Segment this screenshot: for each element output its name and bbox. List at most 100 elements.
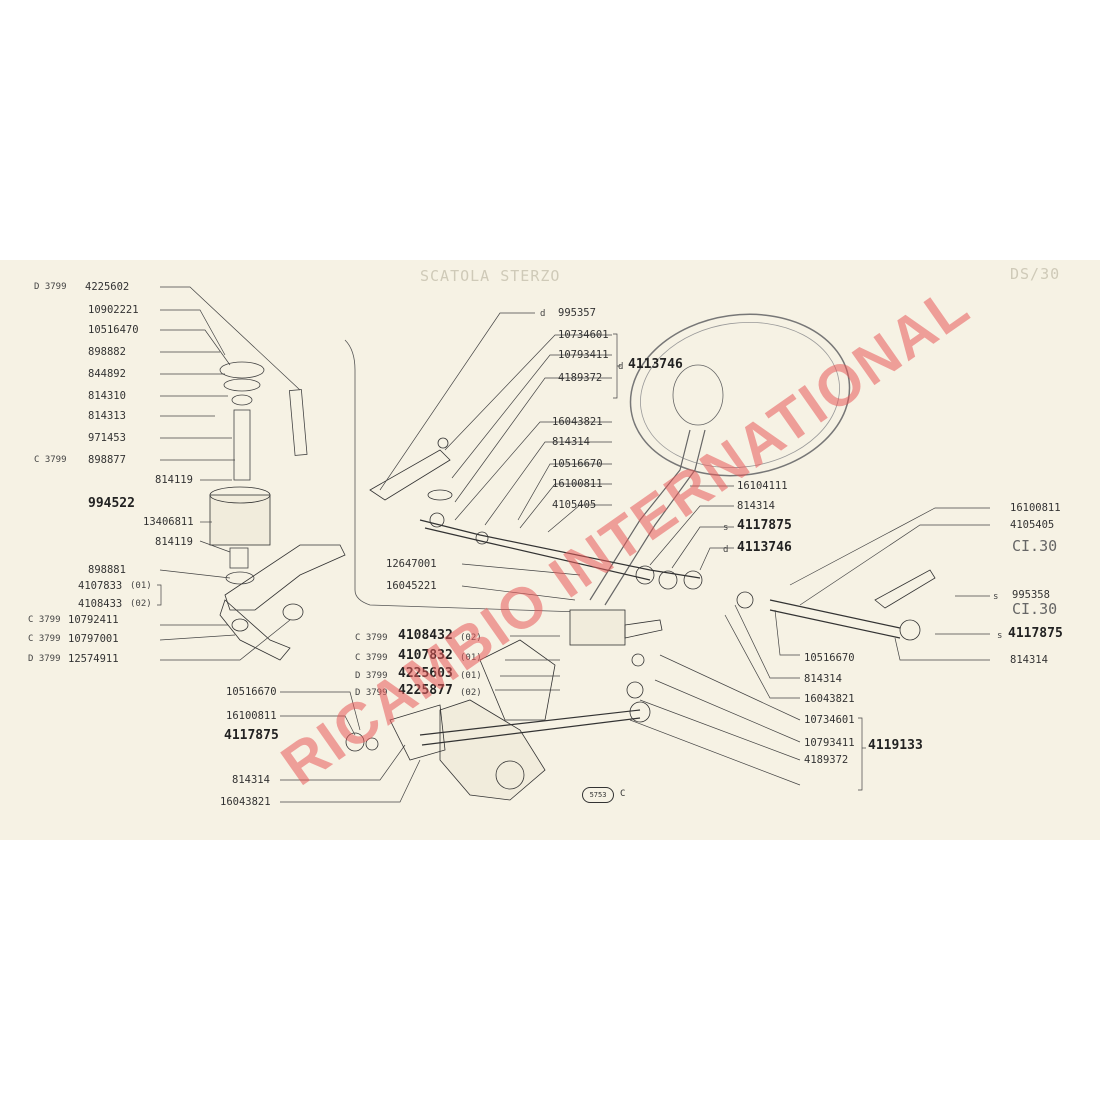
idler-arm: [224, 544, 346, 611]
tag-4107832: (01): [460, 653, 482, 663]
wheel-hub: [672, 364, 724, 426]
drop-arm-995357: [369, 449, 451, 501]
prefix-4113746-b: d: [723, 545, 729, 555]
prefix-4225603: D 3799: [355, 671, 388, 681]
drawing-plate-number: 5753: [582, 787, 614, 803]
part-814119-b: 814119: [155, 536, 193, 548]
part-12647001: 12647001: [386, 558, 437, 570]
tag-4108432: (02): [460, 633, 482, 643]
part-10516470: 10516470: [88, 324, 139, 336]
tag-4225877: (02): [460, 688, 482, 698]
prefix-898877: C 3799: [34, 455, 67, 465]
note-ci30-b: CI.30: [1012, 600, 1058, 618]
steering-box: [439, 699, 546, 801]
part-4105405-b: 4105405: [1010, 519, 1055, 531]
part-4113746-a: 4113746: [628, 357, 683, 372]
faint-page-code: DS/30: [1010, 265, 1061, 283]
part-16045221: 16045221: [386, 580, 437, 592]
part-898882: 898882: [88, 346, 126, 358]
tag-4108433: (02): [130, 599, 152, 609]
note-ci30-a: CI.30: [1012, 537, 1058, 555]
section-divider: [344, 339, 581, 613]
part-10793411-b: 10793411: [804, 737, 855, 749]
part-16104111: 16104111: [737, 480, 788, 492]
part-10902221: 10902221: [88, 304, 139, 316]
part-10793411-a: 10793411: [558, 349, 609, 361]
part-4105405-a: 4105405: [552, 499, 597, 511]
prefix-4108432: C 3799: [355, 633, 388, 643]
part-16043821-b: 16043821: [804, 693, 855, 705]
part-16100811-b: 16100811: [1010, 502, 1061, 514]
part-4117875-b: 4117875: [1008, 626, 1063, 641]
drawing-plate-suffix: C: [620, 789, 626, 799]
part-4225603: 4225603: [398, 666, 453, 681]
part-814313: 814313: [88, 410, 126, 422]
stud-4225602: [288, 389, 308, 456]
part-10797001: 10797001: [68, 633, 119, 645]
part-814314-b: 814314: [737, 500, 775, 512]
idler-bracket-994522: [209, 494, 271, 546]
prefix-4113746-a: d: [618, 362, 624, 372]
part-4189372-b: 4189372: [804, 754, 849, 766]
prefix-4117875-a: s: [723, 523, 729, 533]
tie-rod-center: [419, 519, 701, 579]
part-4107832: 4107832: [398, 648, 453, 663]
part-814314-c: 814314: [1010, 654, 1048, 666]
prefix-4225602: D 3799: [34, 282, 67, 292]
steering-wheel-inner: [640, 321, 840, 469]
tag-4107833: (01): [130, 581, 152, 591]
part-844892: 844892: [88, 368, 126, 380]
part-4117875-a: 4117875: [737, 518, 792, 533]
prefix-10792411: C 3799: [28, 615, 61, 625]
part-10734601-b: 10734601: [804, 714, 855, 726]
prefix-995358: s: [993, 592, 999, 602]
part-12574911: 12574911: [68, 653, 119, 665]
arm-right: [874, 569, 936, 609]
part-4107833: 4107833: [78, 580, 123, 592]
prefix-4107832: C 3799: [355, 653, 388, 663]
prefix-4225877: D 3799: [355, 688, 388, 698]
part-16100811-a: 16100811: [552, 478, 603, 490]
part-995357: 995357: [558, 307, 596, 319]
prefix-10797001: C 3799: [28, 634, 61, 644]
part-4117875-c: 4117875: [224, 728, 279, 743]
part-4189372-a: 4189372: [558, 372, 603, 384]
prefix-995357: d: [540, 309, 546, 319]
tie-rod-right: [769, 599, 901, 629]
steering-wheel: [629, 313, 851, 477]
part-16043821-a: 16043821: [552, 416, 603, 428]
part-994522: 994522: [88, 496, 135, 511]
tie-rod-lower: [419, 709, 641, 736]
part-4225602: 4225602: [85, 281, 130, 293]
idler-center: [569, 609, 626, 646]
leader-lines: [157, 286, 990, 803]
part-10516670-b: 10516670: [804, 652, 855, 664]
tag-4225603: (01): [460, 671, 482, 681]
part-898881: 898881: [88, 564, 126, 576]
part-4113746-b: 4113746: [737, 540, 792, 555]
part-814314-a: 814314: [552, 436, 590, 448]
part-10734601-a: 10734601: [558, 329, 609, 341]
part-814314-d: 814314: [804, 673, 842, 685]
part-4108433: 4108433: [78, 598, 123, 610]
faint-header-title: SCATOLA STERZO: [420, 267, 561, 285]
part-4119133: 4119133: [868, 738, 923, 753]
part-16043821-c: 16043821: [220, 796, 271, 808]
kingpin-shaft: [233, 409, 251, 481]
part-10516670-c: 10516670: [226, 686, 277, 698]
part-995358: 995358: [1012, 589, 1050, 601]
prefix-4117875-b: s: [997, 631, 1003, 641]
part-4225877: 4225877: [398, 683, 453, 698]
part-814119-a: 814119: [155, 474, 193, 486]
part-4108432: 4108432: [398, 628, 453, 643]
part-814314-e: 814314: [232, 774, 270, 786]
part-10516670-a: 10516670: [552, 458, 603, 470]
part-898877: 898877: [88, 454, 126, 466]
prefix-12574911: D 3799: [28, 654, 61, 664]
part-16100811-c: 16100811: [226, 710, 277, 722]
part-13406811: 13406811: [143, 516, 194, 528]
steering-column: [589, 429, 691, 601]
part-814310: 814310: [88, 390, 126, 402]
part-10792411: 10792411: [68, 614, 119, 626]
